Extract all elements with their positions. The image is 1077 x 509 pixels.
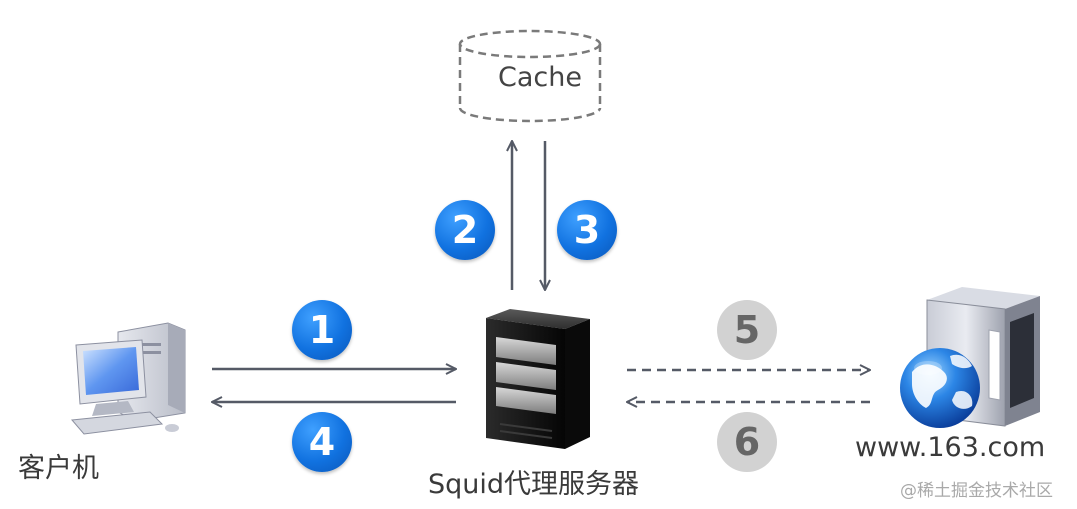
- step-badge-5: 5: [717, 300, 777, 360]
- client-computer-icon: [70, 322, 186, 435]
- step-badge-3: 3: [557, 200, 617, 260]
- step-badge-2: 2: [435, 200, 495, 260]
- cache-database-icon: [458, 29, 602, 123]
- proxy-server-label: Squid代理服务器: [428, 469, 640, 500]
- step-badge-6: 6: [717, 412, 777, 472]
- step-badge-4: 4: [292, 412, 352, 472]
- client-label: 客户机: [18, 453, 99, 484]
- proxy-server-icon: [486, 309, 590, 449]
- step-badge-1: 1: [292, 300, 352, 360]
- web-server-globe-icon: [900, 287, 1040, 428]
- watermark-text: @稀土掘金技术社区: [900, 481, 1053, 501]
- cache-label: Cache: [498, 62, 582, 93]
- web-server-label: www.163.com: [855, 432, 1046, 463]
